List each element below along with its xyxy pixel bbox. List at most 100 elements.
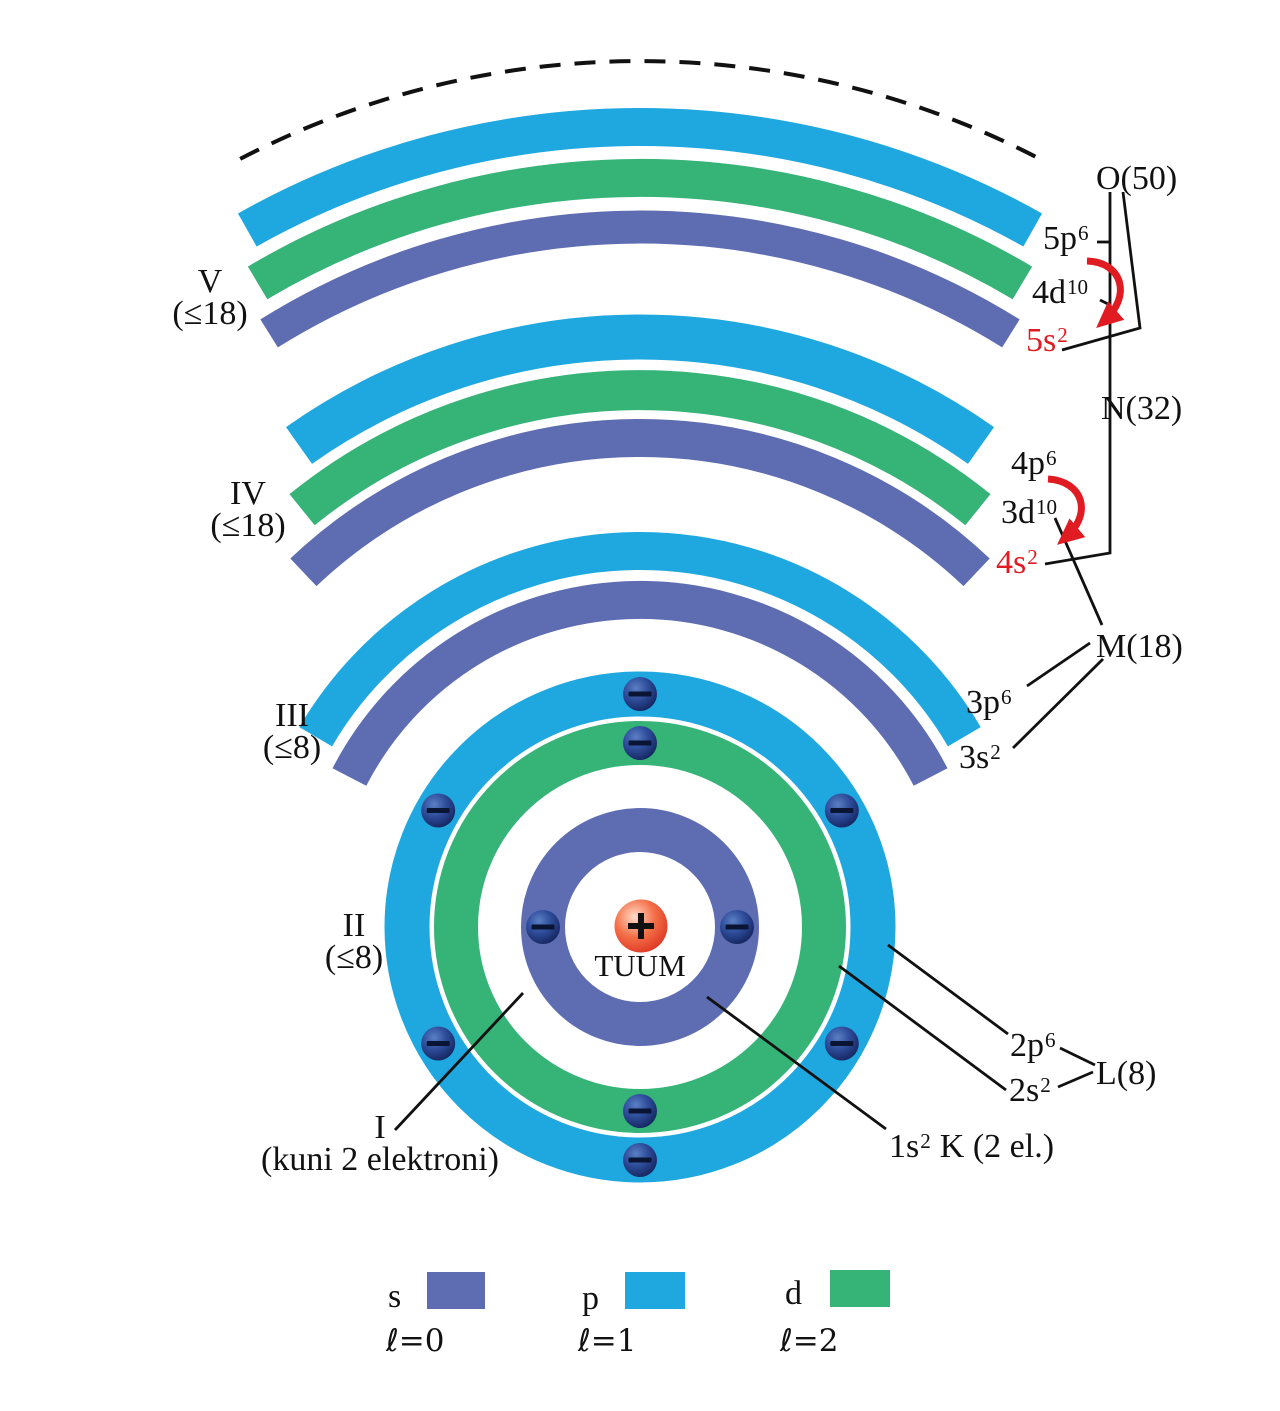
minus-icon xyxy=(628,691,652,697)
shell-name-n: N(32) xyxy=(1101,390,1183,427)
arc-4s xyxy=(290,419,990,587)
legend-quantum-s: ℓ=0 xyxy=(386,1323,445,1359)
shell-numeral: I xyxy=(374,1109,386,1146)
minus-icon xyxy=(426,1041,450,1046)
shell-capacity: (≤8) xyxy=(324,939,384,976)
legend-swatch-p xyxy=(625,1272,685,1309)
shell-numeral: II xyxy=(342,907,366,944)
subshell-label-4s2: 4s2 xyxy=(996,545,1038,581)
fill-order-arrow-4s xyxy=(1047,475,1086,545)
electron xyxy=(623,677,657,711)
electron xyxy=(421,793,456,828)
subshell-label-2s2: 2s2 xyxy=(1009,1073,1051,1109)
electron xyxy=(623,1094,657,1128)
shell-capacity: (kuni 2 elektroni) xyxy=(261,1141,499,1178)
minus-icon xyxy=(628,740,652,746)
minus-icon xyxy=(628,1108,652,1114)
connector-ring2p-label xyxy=(887,943,1009,1036)
subshell-sup: 2 xyxy=(1027,545,1038,570)
subshell-sup: 6 xyxy=(1001,685,1012,710)
arc-4d xyxy=(247,158,1033,300)
minus-icon xyxy=(725,924,749,930)
connector-4d10-hook xyxy=(1099,298,1111,307)
arc-5s xyxy=(260,210,1020,348)
subshell-label-3s2: 3s2 xyxy=(959,740,1001,776)
subshell-base: 3p xyxy=(966,684,1000,721)
subshell-sup: 2 xyxy=(920,1129,931,1154)
electrons-1s xyxy=(526,910,754,944)
electron xyxy=(824,1026,859,1061)
shell-capacity: (≤8) xyxy=(262,729,322,766)
arc-3p xyxy=(299,532,981,747)
subshell-base: 5p xyxy=(1043,220,1077,257)
subshell-base: 3d xyxy=(1001,494,1035,531)
connector-o50-5s2 xyxy=(1061,191,1142,352)
legend-letter-d: d xyxy=(785,1275,802,1312)
plus-icon xyxy=(628,913,654,939)
subshell-label-5p6: 5p6 xyxy=(1043,221,1089,257)
minus-icon xyxy=(830,808,854,813)
shell-name-l: L(8) xyxy=(1096,1055,1157,1092)
shell-name-k: 1s2 K (2 el.) xyxy=(889,1129,1054,1165)
electron xyxy=(720,910,754,944)
subshell-sup: 6 xyxy=(1045,1028,1056,1053)
subshell-label-4d10: 4d10 xyxy=(1032,275,1088,311)
arc-3d xyxy=(289,370,991,526)
connector-ring1s-label xyxy=(706,995,887,1131)
subshell-base: 3s xyxy=(959,739,990,776)
k-shell-rest: K (2 el.) xyxy=(939,1128,1055,1165)
electron xyxy=(824,793,859,828)
shell-label-v: V (≤18) xyxy=(150,263,270,332)
connector-shell1-label xyxy=(393,992,525,1131)
electron xyxy=(526,910,560,944)
subshell-sup: 2 xyxy=(1057,323,1068,348)
connector-ring2s-label xyxy=(838,964,1007,1092)
minus-icon xyxy=(426,808,450,813)
connector-2p6-l8 xyxy=(1059,1046,1096,1067)
connector-m18-3p6 xyxy=(1026,641,1091,688)
shell-label-ii: II (≤8) xyxy=(294,907,414,976)
electrons-2p xyxy=(421,677,859,1177)
subshell-base: 1s xyxy=(889,1128,920,1165)
shell-label-i: I (kuni 2 elektroni) xyxy=(252,1109,508,1178)
connector-3d10-m18 xyxy=(1053,517,1104,626)
legend-quantum-d: ℓ=2 xyxy=(780,1323,839,1359)
subshell-label-2p6: 2p6 xyxy=(1010,1028,1056,1064)
connector-m18-3s2 xyxy=(1012,658,1104,749)
electron xyxy=(421,1026,456,1061)
minus-icon xyxy=(628,1157,652,1163)
subshell-sup: 10 xyxy=(1036,495,1058,520)
arc-4p xyxy=(286,314,994,464)
fill-order-arrow-5s xyxy=(1086,257,1125,328)
subshell-base: 4s xyxy=(996,544,1027,581)
subshell-label-3d10: 3d10 xyxy=(1001,495,1057,531)
connector-2s2-l8 xyxy=(1057,1070,1094,1089)
subshell-label-4p6: 4p6 xyxy=(1011,446,1057,482)
arc-3s xyxy=(332,580,948,786)
subshell-base: 5s xyxy=(1026,322,1057,359)
shell-capacity: (≤18) xyxy=(210,507,286,544)
shell-label-iii: III (≤8) xyxy=(232,699,352,766)
subshell-label-5s2: 5s2 xyxy=(1026,323,1068,359)
shell-capacity: (≤18) xyxy=(172,295,248,332)
electron xyxy=(623,726,657,760)
subshell-sup: 6 xyxy=(1046,446,1057,471)
electrons-2s xyxy=(623,726,657,1128)
subshell-base: 4d xyxy=(1032,274,1066,311)
legend-letter-p: p xyxy=(582,1280,599,1317)
shell-label-iv: IV (≤18) xyxy=(188,477,308,544)
shell-name-o: O(50) xyxy=(1096,160,1178,197)
minus-icon xyxy=(531,924,555,930)
subshell-label-3p6: 3p6 xyxy=(966,685,1012,721)
legend-swatch-s xyxy=(427,1272,485,1309)
subshell-sup: 2 xyxy=(990,740,1001,765)
subshell-base: 2s xyxy=(1009,1072,1040,1109)
subshell-base: 4p xyxy=(1011,445,1045,482)
shell-numeral: V xyxy=(197,263,223,300)
arc-5p xyxy=(237,108,1043,247)
nucleus-label: TUUM xyxy=(594,948,686,983)
legend-swatch-d xyxy=(830,1270,890,1307)
electron xyxy=(623,1143,657,1177)
